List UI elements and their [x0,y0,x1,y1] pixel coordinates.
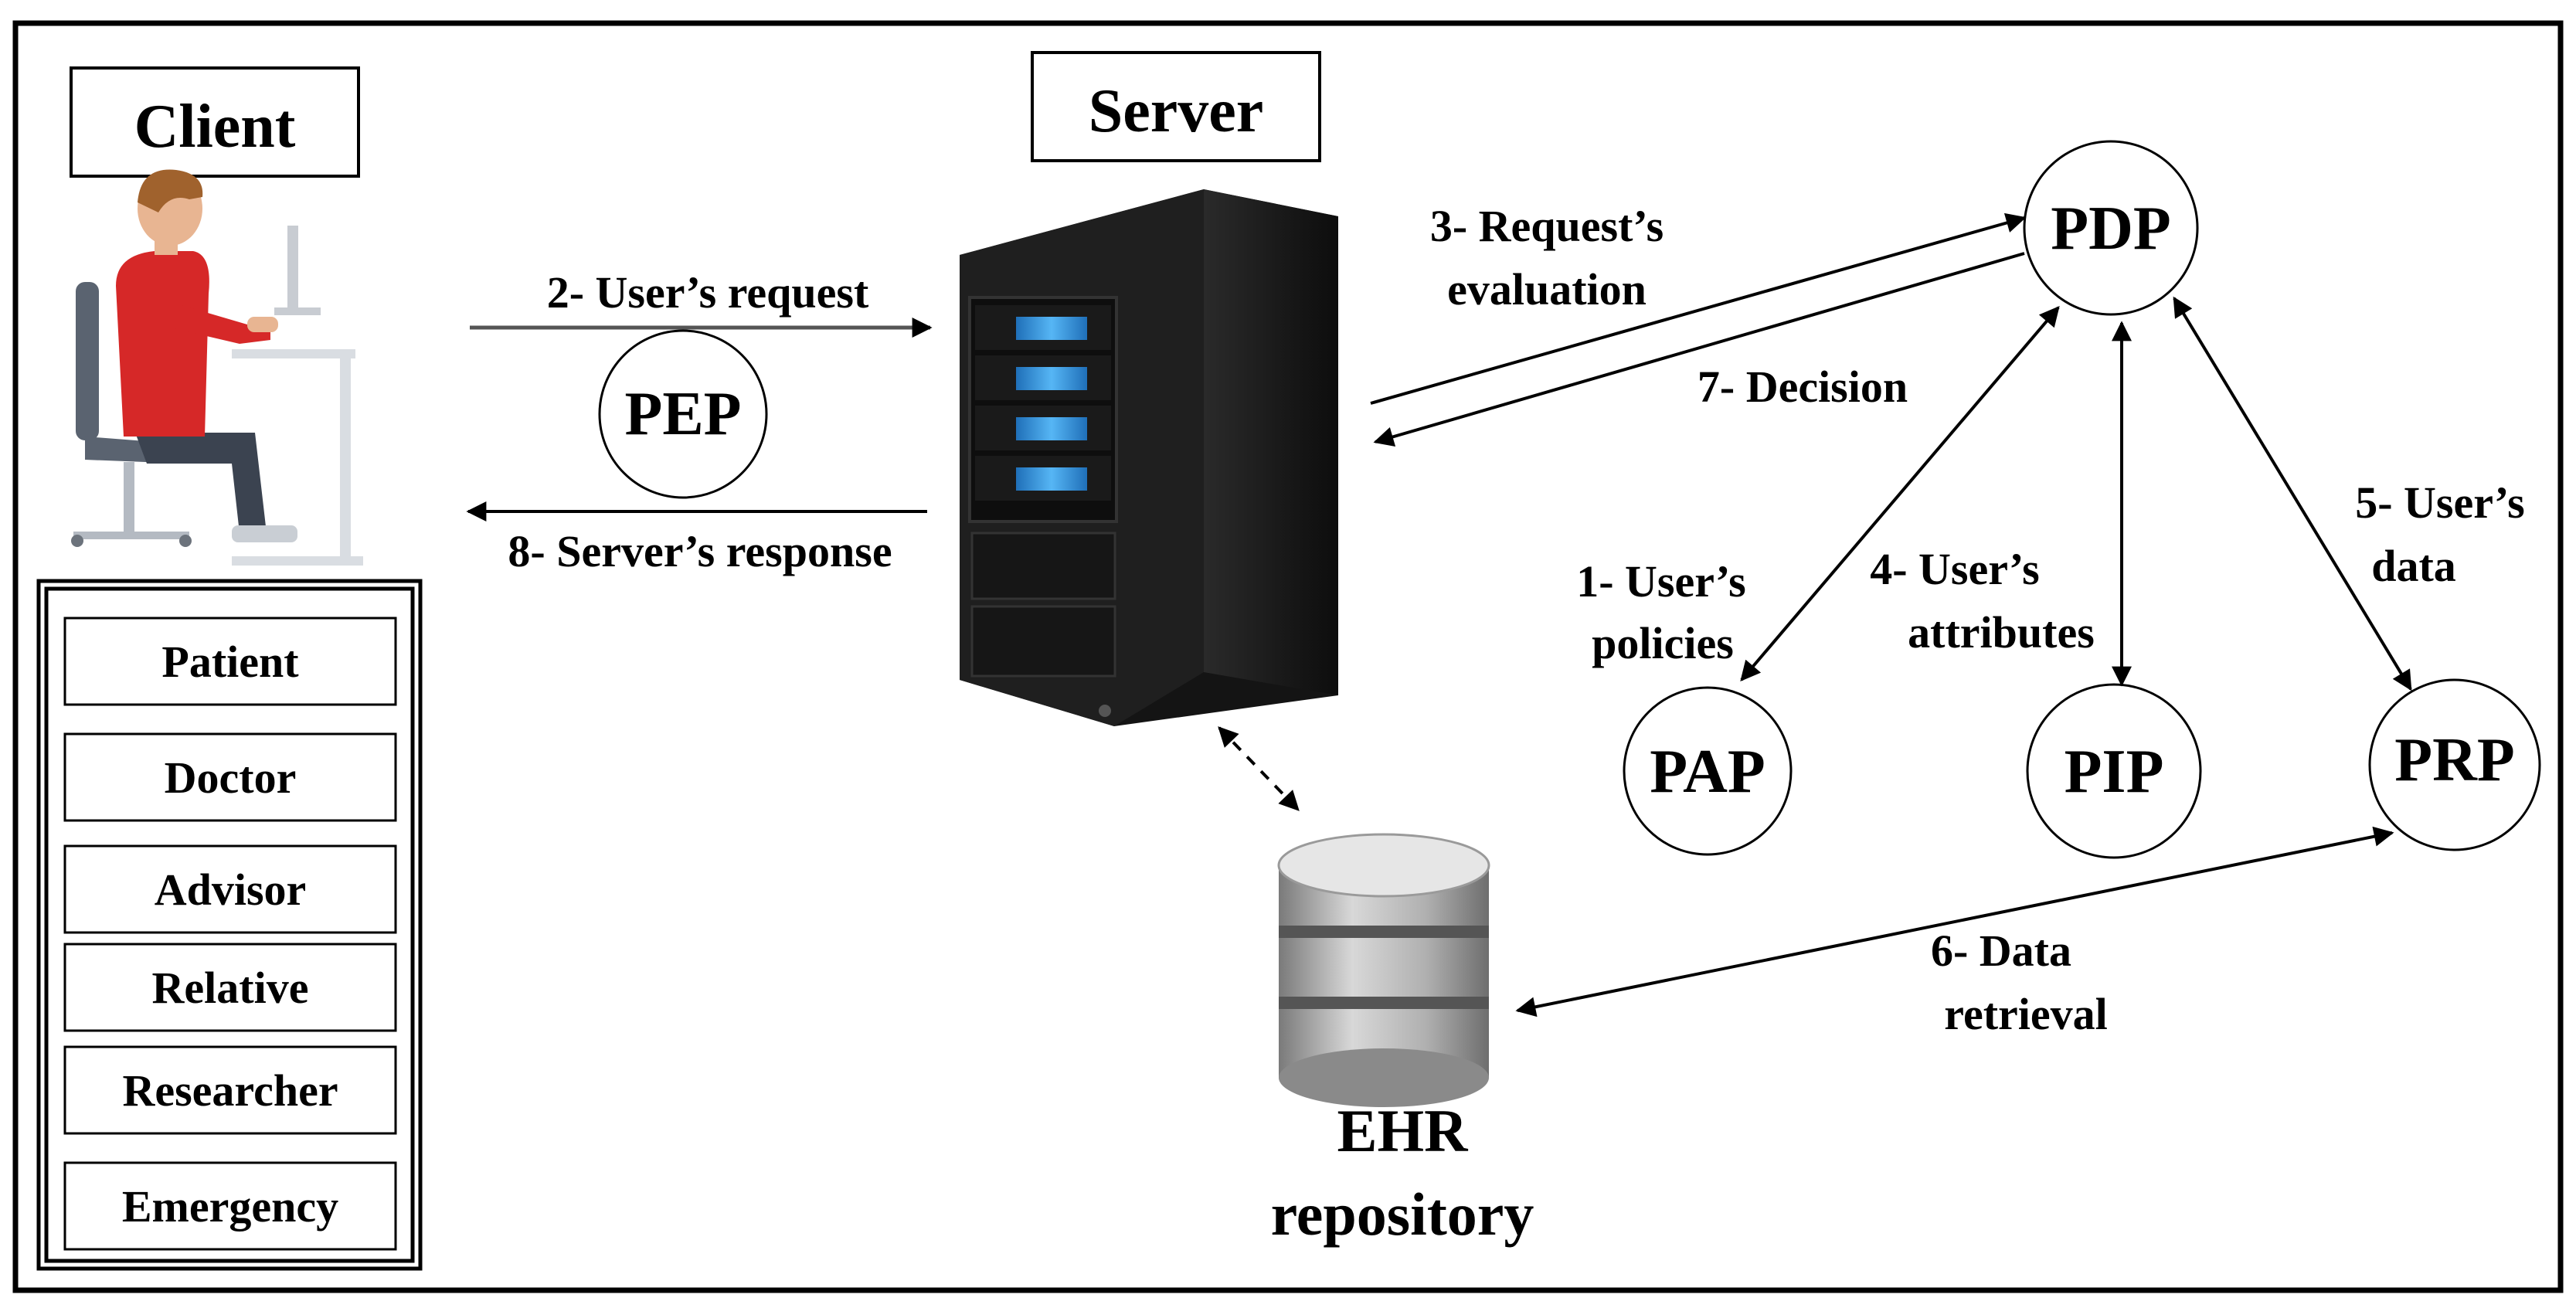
arrow-requests-evaluation [1370,212,2027,405]
role-label: Emergency [122,1181,338,1232]
role-label: Doctor [165,753,297,803]
client-title-box: Client [70,66,360,178]
server-tower-icon [960,189,1338,726]
pep-node: PEP [598,329,768,499]
step-5-label-line2: data [2371,541,2456,591]
role-box [63,1161,397,1251]
role-label: Patient [161,637,299,687]
role-label: Relative [152,963,309,1013]
arrow-server-repository [1218,726,1300,811]
client-title: Client [134,93,296,161]
ehr-label-line2: repository [1271,1181,1534,1248]
role-item: Patient [63,617,397,706]
pip-label: PIP [2065,738,2164,806]
role-box [63,1045,397,1135]
client-user-icon [71,169,363,566]
step-1-label-line2: policies [1592,618,1734,668]
step-4-label-line2: attributes [1908,607,2095,657]
prp-node: PRP [2368,678,2541,851]
shirt-shape [116,251,209,437]
role-item: Doctor [63,732,397,822]
pdp-node: PDP [2023,140,2199,316]
role-item: Advisor [63,844,397,934]
arrow-pdp-prp [2173,296,2412,691]
step-3-label-line1: 3- Request’s [1430,201,1664,251]
role-item: Relative [63,943,397,1032]
client-roles-panel [36,579,423,1271]
pap-node: PAP [1623,686,1793,856]
step-7-label: 7- Decision [1698,362,1908,412]
prp-label: PRP [2394,726,2515,794]
arrow-pdp-pap [1740,306,2060,681]
role-item: Researcher [63,1045,397,1135]
step-3-label-line2: evaluation [1447,264,1647,314]
ehr-label-line1: EHR [1337,1097,1469,1164]
step-6-label-line1: 6- Data [1931,926,2071,976]
role-box [63,844,397,934]
role-item: Emergency [63,1161,397,1251]
role-box [63,617,397,706]
pep-label: PEP [624,380,741,448]
pip-node: PIP [2026,683,2202,859]
arrow-decision [1373,252,2025,447]
database-icon [1277,833,1490,1107]
step-8-label: 8- Server’s response [508,526,892,576]
step-1-label-line1: 1- User’s [1576,556,1746,606]
arrow-data-retrieval [1515,826,2394,1018]
pap-label: PAP [1650,738,1765,806]
step-6-label-line2: retrieval [1944,989,2107,1039]
role-label: Advisor [155,865,307,915]
outer-frame [12,20,2564,1293]
roles-list: PatientDoctorAdvisorRelativeResearcherEm… [63,617,397,1251]
step-5-label-line1: 5- User’s [2355,477,2525,528]
role-box [63,732,397,822]
server-title: Server [1089,77,1264,145]
role-box [63,943,397,1032]
server-title-box: Server [1031,51,1321,162]
pdp-label: PDP [2051,195,2171,263]
role-label: Researcher [122,1065,338,1116]
step-2-label: 2- User’s request [547,267,869,318]
step-4-label-line1: 4- User’s [1870,544,2040,594]
